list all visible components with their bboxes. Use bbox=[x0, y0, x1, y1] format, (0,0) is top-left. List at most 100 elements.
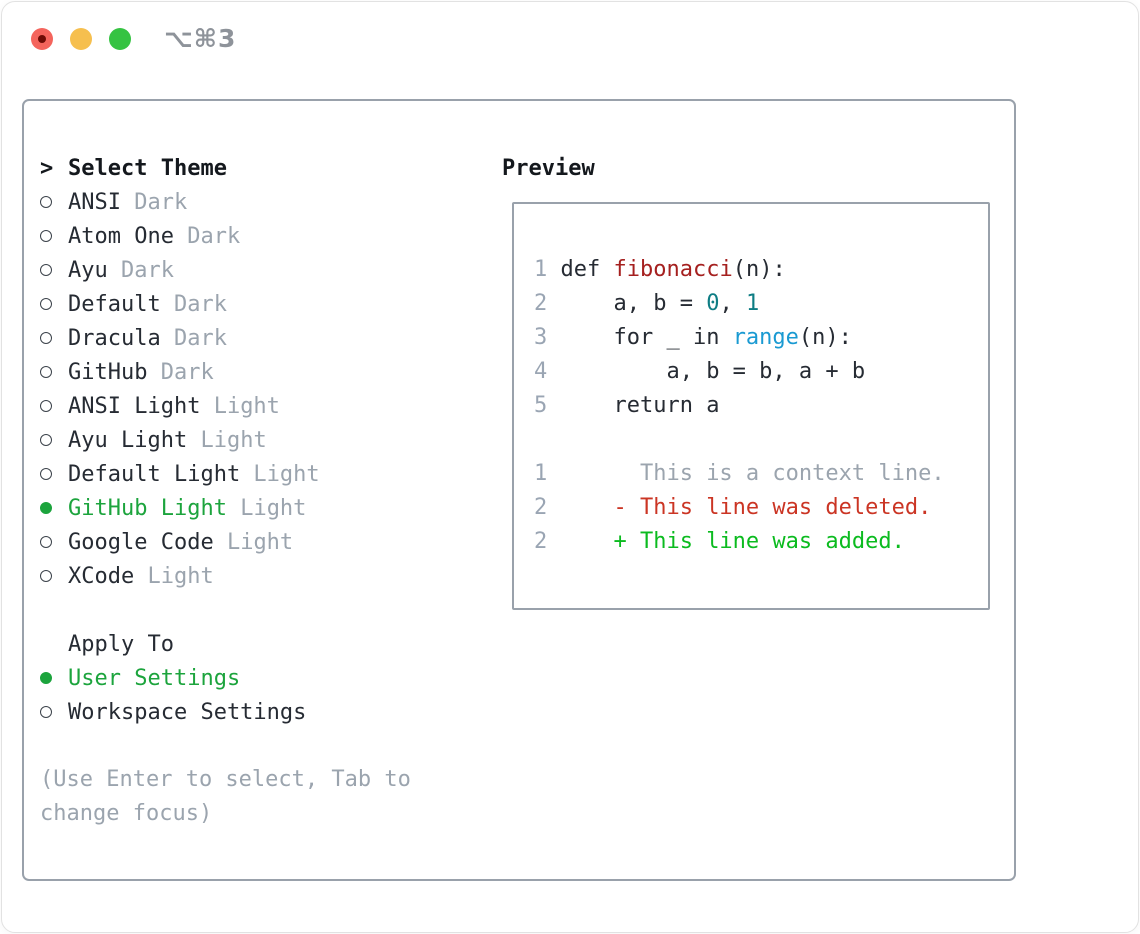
token-text: a, b = b, a + b bbox=[547, 359, 866, 384]
bullet-cell bbox=[40, 196, 68, 208]
bullet-cell bbox=[40, 706, 68, 718]
bullet-cell bbox=[40, 672, 68, 684]
bullet-cell bbox=[40, 366, 68, 378]
line-number: 2 bbox=[534, 495, 548, 520]
line-number: 4 bbox=[534, 359, 548, 384]
theme-name: Google Code bbox=[68, 529, 214, 555]
preview-line: 2 + This line was added. bbox=[534, 525, 988, 559]
preview-line: 1 This is a context line. bbox=[534, 457, 988, 491]
theme-option-row[interactable]: XCode Light bbox=[40, 559, 480, 593]
radio-unselected-icon[interactable] bbox=[40, 196, 52, 208]
preview-header: Preview bbox=[502, 155, 595, 181]
line-number: 1 bbox=[534, 257, 548, 282]
radio-unselected-icon[interactable] bbox=[40, 468, 52, 480]
radio-selected-icon[interactable] bbox=[40, 502, 52, 514]
bullet-cell bbox=[40, 468, 68, 480]
theme-option-row[interactable]: Atom One Dark bbox=[40, 219, 480, 253]
theme-option-row[interactable]: GitHub Light Light bbox=[40, 491, 480, 525]
apply-to-header: Apply To bbox=[68, 631, 174, 657]
preview-line: 4 a, b = b, a + b bbox=[534, 355, 988, 389]
token-text: (n): bbox=[798, 325, 852, 350]
radio-unselected-icon[interactable] bbox=[40, 366, 52, 378]
close-button[interactable] bbox=[31, 28, 53, 50]
radio-selected-icon[interactable] bbox=[40, 672, 52, 684]
bullet-cell bbox=[40, 264, 68, 276]
line-number: 5 bbox=[534, 393, 548, 418]
theme-name: Ayu bbox=[68, 257, 108, 283]
theme-option-row[interactable]: Google Code Light bbox=[40, 525, 480, 559]
preview-line: 2 a, b = 0, 1 bbox=[534, 287, 988, 321]
zoom-button[interactable] bbox=[109, 28, 131, 50]
token-text: for _ in bbox=[547, 325, 733, 350]
radio-unselected-icon[interactable] bbox=[40, 298, 52, 310]
token-removed: - This line was deleted. bbox=[547, 495, 932, 520]
line-number: 2 bbox=[534, 291, 548, 316]
radio-unselected-icon[interactable] bbox=[40, 230, 52, 242]
select-theme-header: Select Theme bbox=[68, 155, 227, 181]
radio-unselected-icon[interactable] bbox=[40, 400, 52, 412]
radio-unselected-icon[interactable] bbox=[40, 332, 52, 344]
theme-variant: Light bbox=[134, 563, 214, 589]
apply-to-header-row: Apply To bbox=[40, 627, 480, 661]
keyboard-hint: (Use Enter to select, Tab to change focus… bbox=[40, 763, 480, 831]
apply-option-row[interactable]: User Settings bbox=[40, 661, 480, 695]
theme-variant: Light bbox=[187, 427, 267, 453]
radio-unselected-icon[interactable] bbox=[40, 536, 52, 548]
theme-name: Default bbox=[68, 291, 161, 317]
theme-option-row[interactable]: ANSI Light Light bbox=[40, 389, 480, 423]
theme-option-row[interactable]: Ayu Light Light bbox=[40, 423, 480, 457]
token-number: 0 bbox=[706, 291, 720, 316]
radio-unselected-icon[interactable] bbox=[40, 434, 52, 446]
theme-variant: Light bbox=[240, 461, 320, 487]
bullet-cell bbox=[40, 502, 68, 514]
bullet-cell bbox=[40, 400, 68, 412]
spacer bbox=[40, 593, 480, 627]
token-text: , bbox=[719, 291, 746, 316]
theme-name: ANSI bbox=[68, 189, 121, 215]
unsaved-dot-icon bbox=[38, 35, 46, 43]
line-number: 2 bbox=[534, 529, 548, 554]
hint-line-2: change focus) bbox=[40, 801, 213, 826]
prompt-cell: > bbox=[40, 156, 68, 181]
theme-variant: Light bbox=[213, 529, 294, 555]
preview-line: 2 - This line was deleted. bbox=[534, 491, 988, 525]
radio-unselected-icon[interactable] bbox=[40, 264, 52, 276]
theme-option-row[interactable]: Default Dark bbox=[40, 287, 480, 321]
token-text: a, b = bbox=[547, 291, 707, 316]
theme-variant: Dark bbox=[107, 257, 174, 283]
token-muted: This is a context line. bbox=[547, 461, 945, 486]
radio-unselected-icon[interactable] bbox=[40, 706, 52, 718]
token-text: def bbox=[547, 257, 614, 282]
select-theme-header-row: > Select Theme bbox=[40, 151, 480, 185]
theme-option-row[interactable]: Ayu Dark bbox=[40, 253, 480, 287]
theme-option-row[interactable]: Default Light Light bbox=[40, 457, 480, 491]
hint-line-1: (Use Enter to select, Tab to bbox=[40, 767, 411, 792]
theme-option-row[interactable]: GitHub Dark bbox=[40, 355, 480, 389]
apply-option-label: Workspace Settings bbox=[68, 699, 307, 725]
line-number: 3 bbox=[534, 325, 548, 350]
theme-name: Ayu Light bbox=[68, 427, 188, 453]
line-number: 1 bbox=[534, 461, 548, 486]
token-added: + This line was added. bbox=[547, 529, 905, 554]
preview-line: 3 for _ in range(n): bbox=[534, 321, 988, 355]
theme-variant: Dark bbox=[160, 291, 227, 317]
theme-name: Default Light bbox=[68, 461, 241, 487]
apply-option-row[interactable]: Workspace Settings bbox=[40, 695, 480, 729]
theme-variant: Dark bbox=[160, 325, 227, 351]
bullet-cell bbox=[40, 298, 68, 310]
theme-option-row[interactable]: ANSI Dark bbox=[40, 185, 480, 219]
radio-unselected-icon[interactable] bbox=[40, 570, 52, 582]
theme-name: Atom One bbox=[68, 223, 174, 249]
bullet-cell bbox=[40, 536, 68, 548]
theme-name: GitHub bbox=[68, 359, 148, 385]
prompt-icon: > bbox=[40, 155, 54, 181]
theme-option-row[interactable]: Dracula Dark bbox=[40, 321, 480, 355]
minimize-button[interactable] bbox=[70, 28, 92, 50]
token-builtin: range bbox=[732, 325, 799, 350]
theme-variant: Dark bbox=[173, 223, 241, 249]
theme-name: XCode bbox=[68, 563, 135, 589]
